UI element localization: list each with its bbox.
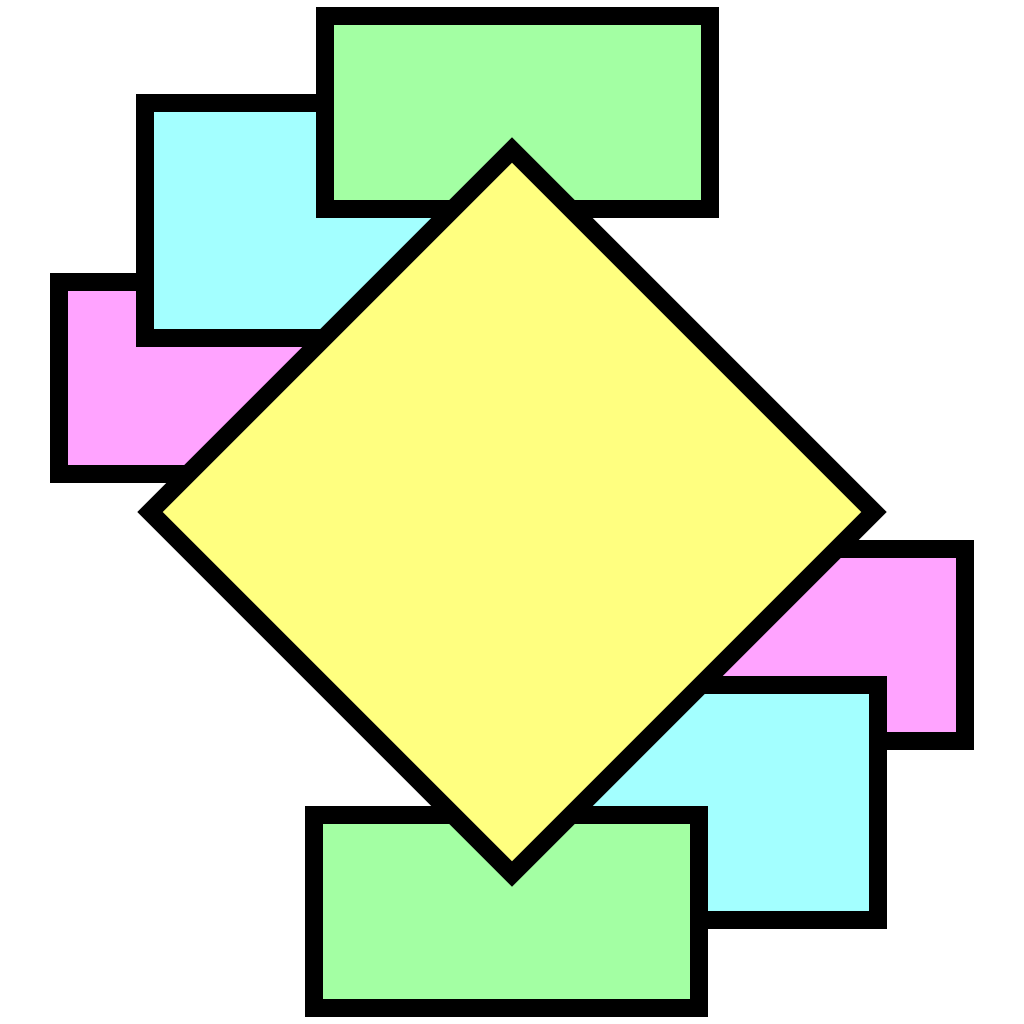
yellow-diamond-center (137, 137, 887, 887)
